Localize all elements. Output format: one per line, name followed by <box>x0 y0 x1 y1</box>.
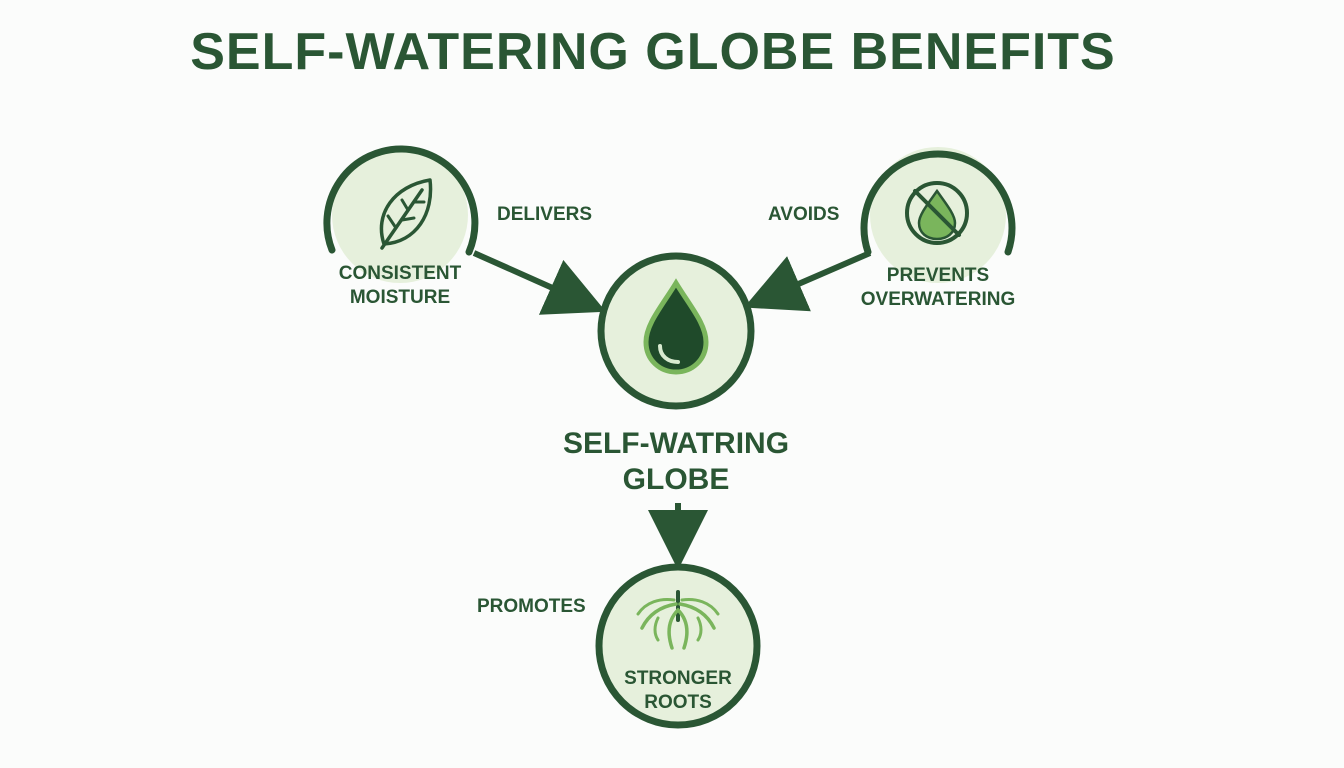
arrow-avoids <box>743 250 872 312</box>
label-consistent-moisture: CONSISTENT MOISTURE <box>310 262 490 310</box>
arrow-delivers <box>472 250 606 315</box>
label-consistent-moisture-line2: MOISTURE <box>349 286 451 308</box>
label-prevents-overwatering: PREVENTS OVERWATERING <box>838 264 1038 312</box>
label-self-watering-globe-line1: SELF-WATRING <box>562 427 790 460</box>
water-drop-icon <box>643 278 709 375</box>
edge-label-delivers: DELIVERS <box>497 204 593 225</box>
roots-icon <box>636 590 720 650</box>
label-self-watering-globe: SELF-WATRING GLOBE <box>520 426 832 498</box>
label-prevents-overwatering-line1: PREVENTS <box>886 265 990 286</box>
label-prevents-overwatering-line2: OVERWATERING <box>860 288 1016 310</box>
diagram-title: SELF-WATERING GLOBE BENEFITS <box>190 23 1116 81</box>
node-consistent-moisture <box>323 145 479 283</box>
no-water-icon <box>905 181 969 245</box>
label-stronger-roots-line1: STRONGER <box>624 668 732 689</box>
edge-label-avoids: AVOIDS <box>768 204 840 225</box>
label-stronger-roots-line2: ROOTS <box>644 691 712 713</box>
label-self-watering-globe-line2: GLOBE <box>622 463 730 496</box>
leaf-icon <box>379 178 433 250</box>
label-stronger-roots: STRONGER ROOTS <box>598 667 758 715</box>
edge-label-promotes: PROMOTES <box>477 596 586 617</box>
label-consistent-moisture-line1: CONSISTENT <box>338 263 462 284</box>
